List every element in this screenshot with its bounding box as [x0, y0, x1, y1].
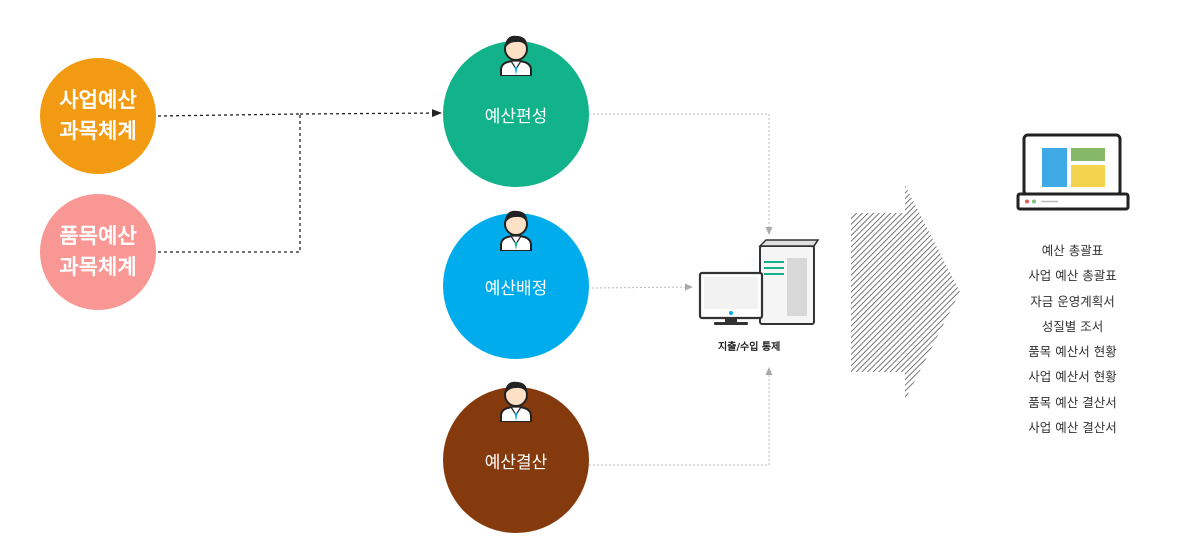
system-caption: 지출/수입 통제 — [718, 342, 781, 353]
person-icon — [500, 210, 532, 251]
output-item: 품목 예산서 현황 — [1028, 344, 1117, 360]
subject-item-line1: 품목예산 — [59, 224, 137, 248]
subject-circle-business: 사업예산 과목체계 — [40, 58, 156, 174]
subject-2-connector — [158, 114, 301, 253]
result-arrow-icon — [851, 185, 960, 400]
output-item: 사업 예산서 현황 — [1028, 369, 1117, 385]
person-icon — [500, 381, 532, 422]
output-item: 품목 예산 결산서 — [1028, 394, 1117, 410]
flow-line-process-1 — [589, 113, 773, 235]
subject-business-line2: 과목체계 — [59, 119, 137, 143]
process-compile-label: 예산편성 — [484, 106, 548, 127]
flow-line-process-2 — [591, 283, 693, 291]
merge-connector-arrow — [299, 109, 442, 118]
output-item: 예산 총괄표 — [1041, 243, 1104, 258]
computer-server-icon — [698, 239, 820, 325]
subject-business-line1: 사업예산 — [59, 88, 137, 112]
output-item: 사업 예산 결산서 — [1028, 420, 1117, 436]
process-allocate-label: 예산배정 — [484, 278, 548, 299]
process-circle-compile: 예산편성 — [443, 41, 589, 187]
output-item: 자금 운영계획서 — [1030, 293, 1115, 309]
subject-circle-item: 품목예산 과목체계 — [40, 194, 156, 310]
flow-line-process-3 — [589, 367, 773, 466]
subject-item-line2: 과목체계 — [59, 255, 137, 279]
output-item: 사업 예산 총괄표 — [1028, 268, 1117, 284]
output-item: 성질별 조서 — [1041, 318, 1104, 334]
subject-1-connector — [157, 113, 301, 117]
laptop-icon — [1016, 133, 1130, 211]
person-icon — [500, 35, 532, 76]
process-settle-label: 예산결산 — [484, 452, 548, 473]
output-report-list: 예산 총괄표 사업 예산 총괄표 자금 운영계획서 성질별 조서 품목 예산서 … — [1000, 238, 1145, 440]
